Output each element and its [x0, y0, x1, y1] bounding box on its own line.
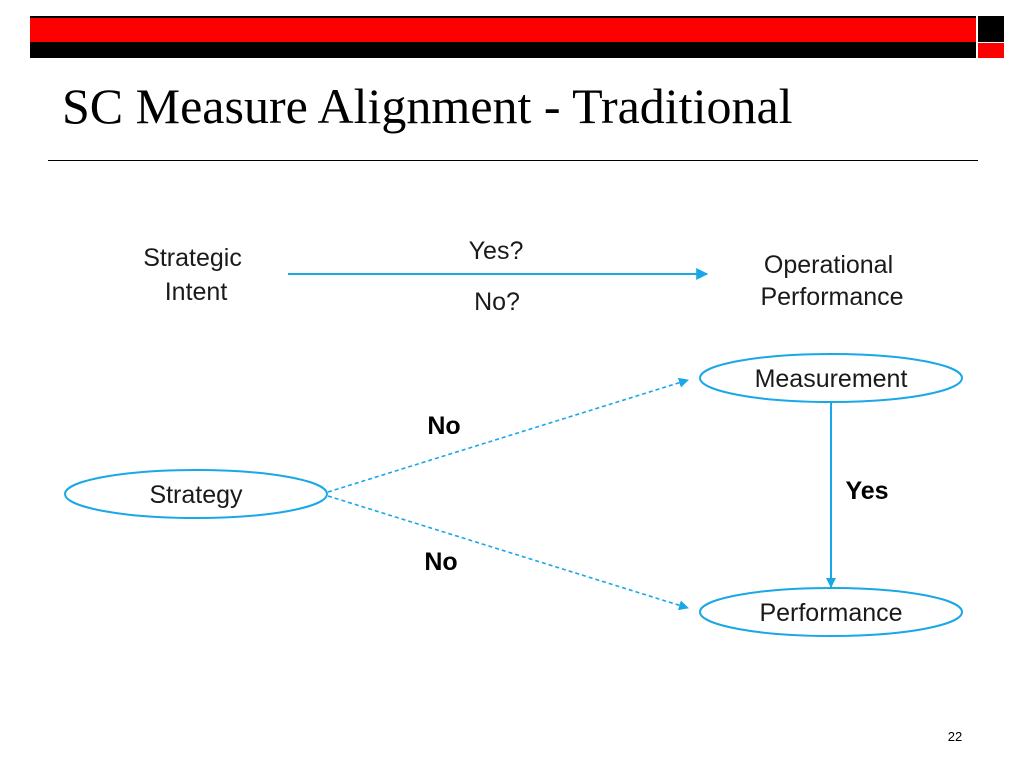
performance-node	[699, 587, 963, 637]
header-band-red-stripe	[30, 18, 976, 42]
title-divider	[48, 160, 978, 161]
operational-performance-line-1: Operational	[764, 251, 893, 279]
strategic-intent-line-2: Intent	[165, 278, 228, 306]
strategic-intent-line-1: Strategic	[143, 244, 242, 272]
strategy-node-label: Strategy	[149, 481, 243, 509]
corner-square-black	[978, 16, 1004, 42]
header-band	[30, 16, 976, 58]
strategy-to-measurement-arrow	[327, 377, 689, 493]
strategy-to-performance-arrow	[327, 495, 689, 611]
edge-label-yes-question: Yes?	[469, 237, 524, 265]
edge-label-no-lower: No	[424, 548, 457, 576]
edge-label-yes: Yes	[845, 477, 888, 505]
measurement-node-label: Measurement	[755, 365, 908, 393]
edge-label-no-question: No?	[474, 288, 520, 316]
page-title: SC Measure Alignment - Traditional	[62, 78, 793, 134]
edge-label-no-upper: No	[427, 412, 460, 440]
page-number: 22	[947, 729, 963, 744]
corner-square-red	[978, 43, 1004, 58]
strategy-node	[64, 469, 328, 519]
operational-performance-label: Operational Performance	[760, 251, 903, 311]
operational-performance-line-2: Performance	[760, 283, 903, 311]
strategic-intent-label: Strategic Intent	[143, 244, 249, 306]
performance-node-label: Performance	[759, 599, 902, 627]
